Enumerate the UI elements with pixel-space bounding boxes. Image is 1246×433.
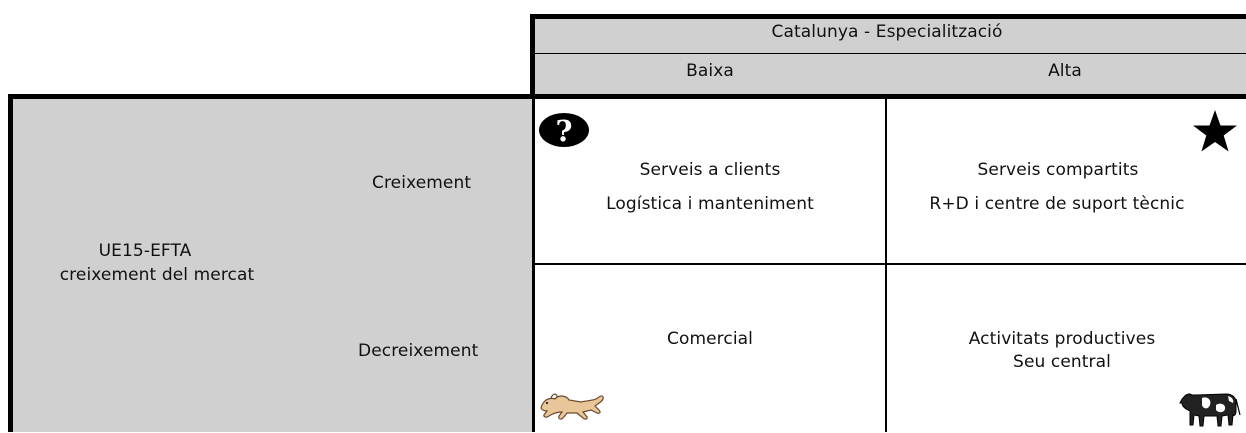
question-mark-icon: ? xyxy=(538,112,590,148)
quadrant-question-line2: Logística i manteniment xyxy=(606,194,814,214)
star-icon xyxy=(1192,109,1238,153)
header-top-border xyxy=(530,14,1246,19)
quadrant-question-line1: Serveis a clients xyxy=(639,160,781,180)
header-panel xyxy=(530,14,1246,94)
row-label-growth: Creixement xyxy=(372,173,472,193)
side-top-border xyxy=(8,94,1246,99)
quadrant-cow-line1: Activitats productives xyxy=(968,329,1156,349)
axis-title-line2: creixement del mercat xyxy=(59,265,255,285)
matrix-title: Catalunya - Especialització xyxy=(771,22,1003,42)
header-mid-divider xyxy=(535,53,1246,54)
quadrant-dog-line1: Comercial xyxy=(666,329,754,349)
quadrant-star-line1: Serveis compartits xyxy=(977,160,1139,180)
axis-title-line1: UE15-EFTA xyxy=(98,241,192,261)
row-label-decline: Decreixement xyxy=(358,341,479,361)
quadrant-vertical-divider xyxy=(885,99,887,432)
quadrant-cow-line2: Seu central xyxy=(1013,352,1111,372)
svg-text:?: ? xyxy=(556,114,573,148)
column-label-low: Baixa xyxy=(686,61,734,81)
quadrant-star-line2: R+D i centre de suport tècnic xyxy=(929,194,1185,214)
column-label-high: Alta xyxy=(1048,61,1082,81)
header-left-border xyxy=(530,14,535,432)
quadrant-horizontal-divider xyxy=(535,263,1246,265)
dog-icon xyxy=(537,388,609,424)
side-left-border xyxy=(8,94,13,432)
side-panel xyxy=(8,94,532,432)
cow-icon xyxy=(1176,385,1242,429)
